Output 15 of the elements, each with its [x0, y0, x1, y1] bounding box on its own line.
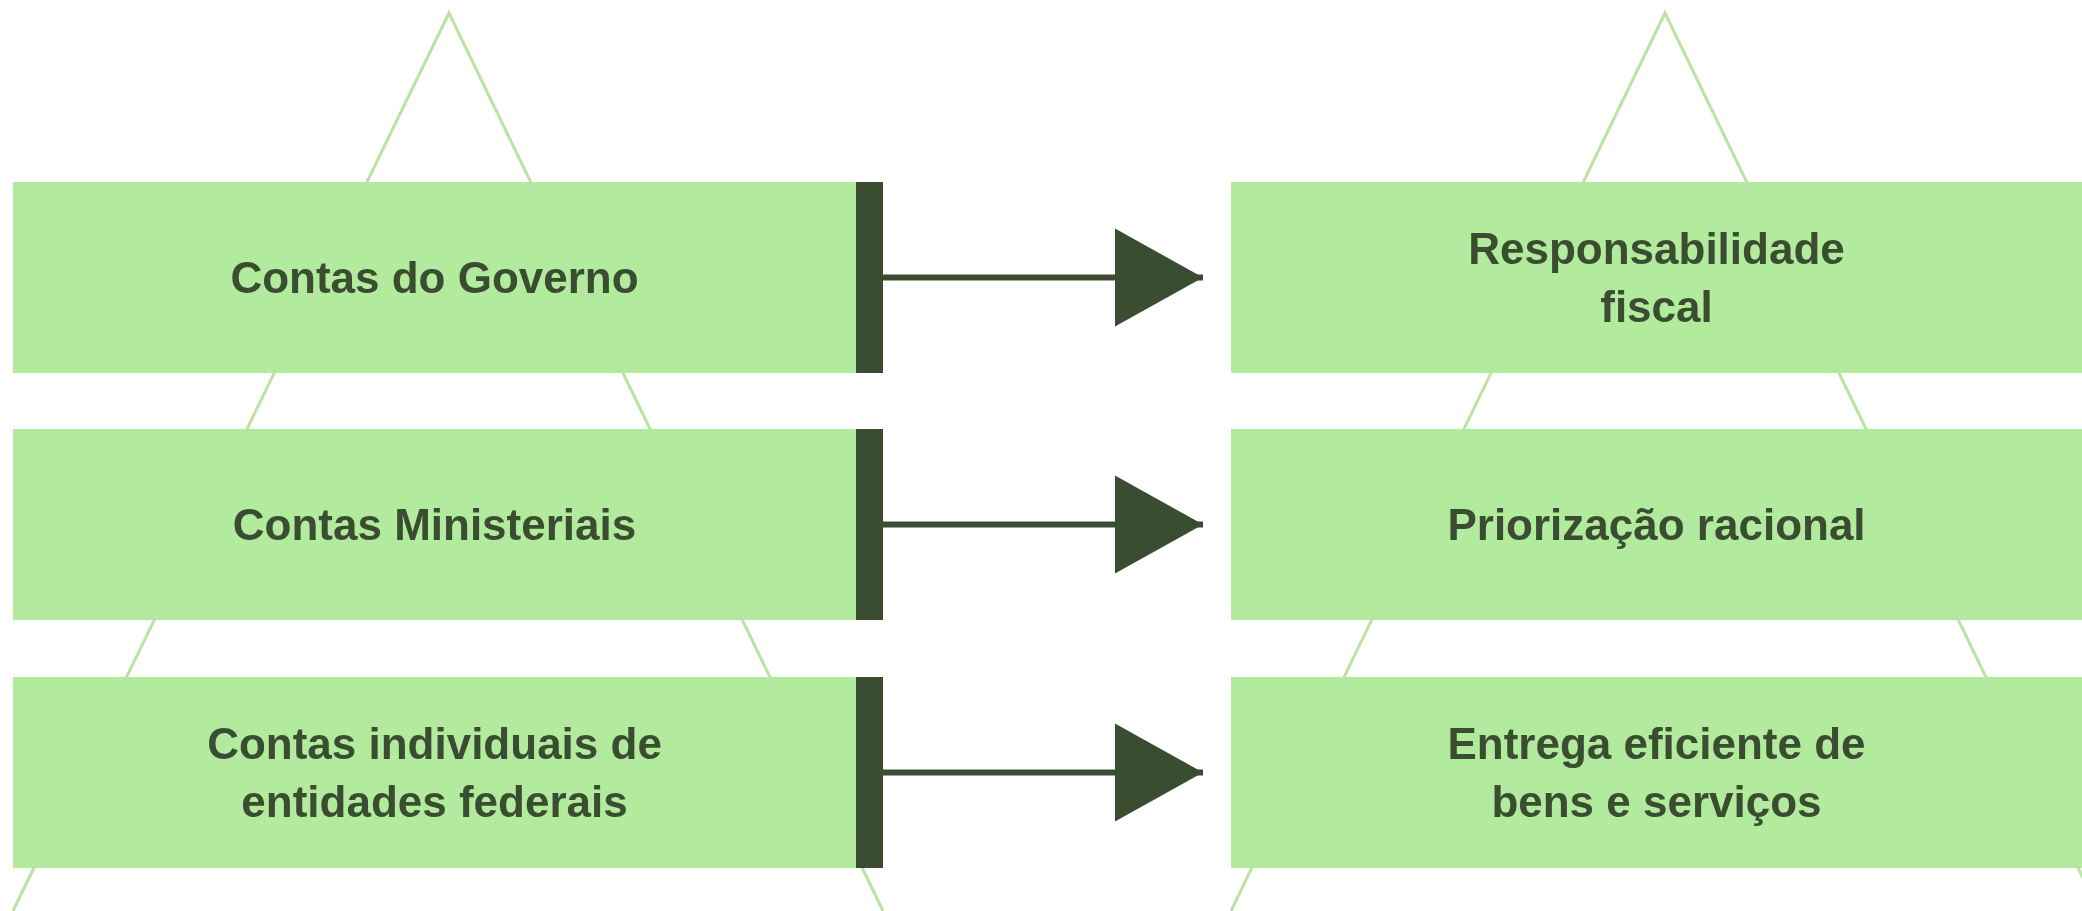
process-box [1231, 429, 2082, 620]
arrow [856, 429, 1203, 620]
arrow [856, 182, 1203, 373]
process-box [1231, 182, 2082, 373]
box-label: Contas individuais de entidades federais [206, 718, 663, 828]
process-box [13, 429, 856, 620]
process-box [13, 182, 856, 373]
box-label: Responsabilidade fiscal [1467, 223, 1846, 333]
process-box [13, 677, 856, 868]
box-label: Contas do Governo [230, 251, 639, 304]
box-label: Priorização racional [1447, 498, 1866, 551]
box-label: Entrega eficiente de bens e serviços [1446, 718, 1867, 828]
arrow [856, 677, 1203, 868]
process-box [1231, 677, 2082, 868]
box-label: Contas Ministeriais [232, 498, 637, 551]
